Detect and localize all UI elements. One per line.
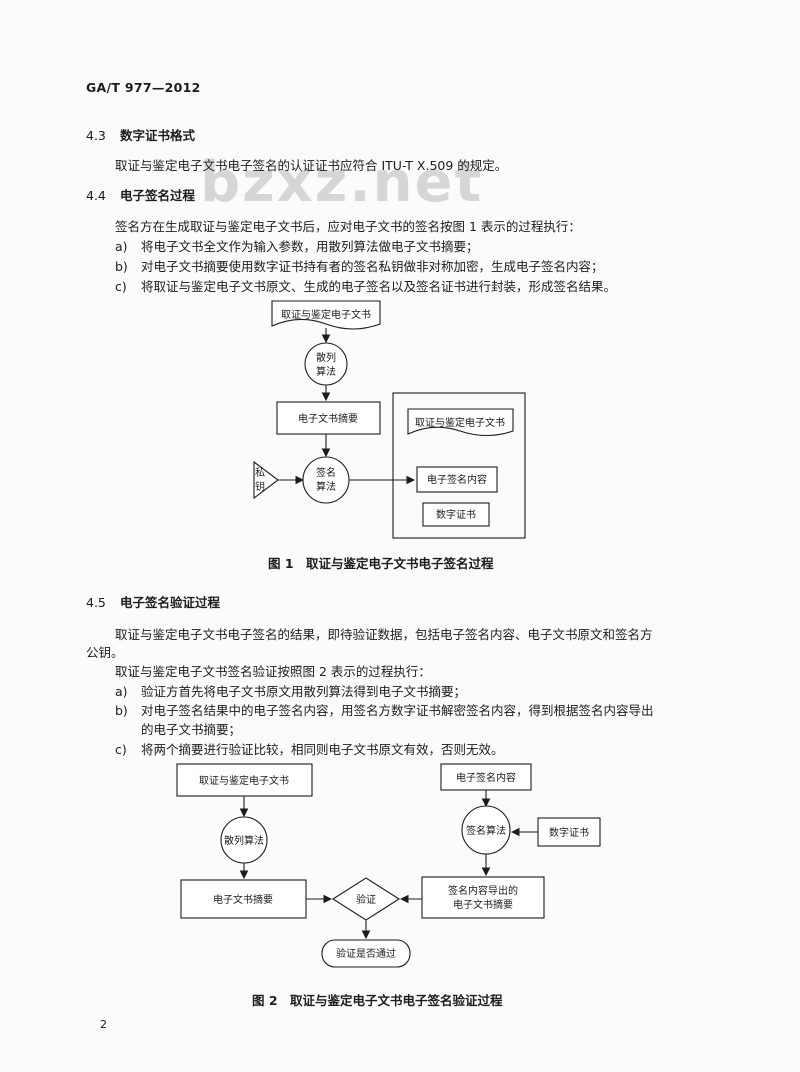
list-marker: b): [115, 259, 128, 274]
section-4-5-para1-line2: 公钥。: [86, 645, 124, 660]
fig2-cert-label: 数字证书: [549, 826, 589, 839]
signature-content-box: [416, 466, 498, 493]
section-4-4-heading: 4.4 电子签名过程: [86, 185, 195, 204]
list-text: 对电子文书摘要使用数字证书持有者的签名私钥做非对称加密，生成电子签名内容；: [141, 259, 604, 274]
list-text: 验证方首先将电子文书原文用散列算法得到电子文书摘要；: [141, 684, 467, 699]
fig1-hash-label-2: 算法: [316, 365, 336, 378]
watermark: bzxz.net: [200, 150, 484, 215]
fig2-derived-box: [421, 876, 545, 919]
list-item: b) 对电子签名结果中的电子签名内容，用签名方数字证书解密签名内容，得到根据签名内…: [115, 700, 654, 719]
fig2-verify-label: 验证: [356, 893, 376, 906]
list-text: 将电子文书全文作为输入参数，用散列算法做电子文书摘要；: [141, 239, 479, 254]
fig1-outdoc-label: 取证与鉴定电子文书: [415, 416, 505, 429]
list-text: 对电子签名结果中的电子签名内容，用签名方数字证书解密签名内容，得到根据签名内容导…: [141, 703, 654, 718]
fig2-result-terminal: [321, 939, 411, 968]
section-title: 电子签名验证过程: [120, 595, 221, 610]
section-4-5-heading: 4.5 电子签名验证过程: [86, 592, 220, 611]
list-item: c) 将两个摘要进行验证比较，相同则电子文书原文有效，否则无效。: [115, 739, 504, 758]
fig1-key-label-2: 钥: [255, 480, 265, 493]
sign-circle: [302, 456, 350, 504]
section-4-4-intro: 签名方在生成取证与鉴定电子文书后，应对电子文书的签名按图 1 表示的过程执行：: [115, 219, 581, 234]
section-number: 4.3: [86, 128, 106, 143]
document-shape: [271, 300, 381, 330]
fig2-cert-box: [537, 817, 601, 847]
fig2-digest-label: 电子文书摘要: [213, 893, 273, 906]
fig1-digest-label: 电子文书摘要: [298, 412, 358, 425]
list-item-continuation: 的电子文书摘要；: [141, 722, 242, 737]
certificate-box: [422, 502, 490, 527]
fig1-sign-label-1: 签名: [316, 466, 336, 479]
fig2-signalg-label: 签名算法: [466, 824, 506, 837]
list-item: c) 将取证与鉴定电子文书原文、生成的电子签名以及签名证书进行封装，形成签名结果。: [115, 276, 616, 295]
fig1-sigcontent-label: 电子签名内容: [427, 473, 487, 486]
figure-2-caption: 图 2 取证与鉴定电子文书电子签名验证过程: [252, 993, 503, 1008]
list-marker: c): [115, 279, 127, 294]
section-4-3-text: 取证与鉴定电子文书电子签名的认证证书应符合 ITU-T X.509 的规定。: [115, 158, 508, 173]
digest-box: [276, 401, 381, 435]
list-marker: b): [115, 703, 128, 718]
standard-code: GA/T 977—2012: [86, 80, 201, 95]
list-text: 将取证与鉴定电子文书原文、生成的电子签名以及签名证书进行封装，形成签名结果。: [141, 279, 617, 294]
list-item: a) 将电子文书全文作为输入参数，用散列算法做电子文书摘要；: [115, 236, 479, 255]
section-4-5-para1-line1: 取证与鉴定电子文书电子签名的结果，即待验证数据，包括电子签名内容、电子文书原文和…: [115, 627, 653, 642]
section-4-5-intro: 取证与鉴定电子文书签名验证按照图 2 表示的过程执行：: [115, 664, 431, 679]
private-key-triangle: [253, 460, 279, 500]
fig2-sig-box: [440, 763, 532, 791]
page-number: 2: [100, 1018, 107, 1031]
fig2-result-label: 验证是否通过: [336, 947, 396, 960]
fig1-cert-label: 数字证书: [436, 508, 476, 521]
section-title: 电子签名过程: [120, 188, 196, 203]
section-number: 4.5: [86, 595, 106, 610]
list-marker: a): [115, 239, 128, 254]
fig1-sign-label-2: 算法: [316, 480, 336, 493]
fig2-derived-label-1: 签名内容导出的: [448, 884, 518, 897]
list-item: b) 对电子文书摘要使用数字证书持有者的签名私钥做非对称加密，生成电子签名内容；: [115, 256, 604, 275]
fig2-hash-label: 散列算法: [224, 834, 264, 847]
list-marker: c): [115, 742, 127, 757]
figure-1-caption: 图 1 取证与鉴定电子文书电子签名过程: [268, 556, 494, 571]
fig1-hash-label-1: 散列: [316, 351, 336, 364]
hash-circle: [304, 342, 348, 386]
fig2-digest-box: [180, 879, 307, 919]
section-number: 4.4: [86, 188, 106, 203]
list-marker: a): [115, 684, 128, 699]
list-item: a) 验证方首先将电子文书原文用散列算法得到电子文书摘要；: [115, 681, 466, 700]
fig2-doc-label: 取证与鉴定电子文书: [199, 774, 289, 787]
fig1-doc-label: 取证与鉴定电子文书: [281, 308, 371, 321]
fig1-key-label-1: 私: [255, 467, 265, 479]
section-title: 数字证书格式: [120, 128, 196, 143]
signature-result-container: [392, 392, 526, 539]
section-4-3-heading: 4.3 数字证书格式: [86, 125, 195, 144]
fig2-derived-label-2: 电子文书摘要: [453, 898, 513, 911]
inner-document-shape: [407, 408, 514, 437]
fig2-verify-diamond: [331, 877, 401, 921]
list-text: 将两个摘要进行验证比较，相同则电子文书原文有效，否则无效。: [141, 742, 504, 757]
fig2-sig-label: 电子签名内容: [456, 771, 516, 784]
